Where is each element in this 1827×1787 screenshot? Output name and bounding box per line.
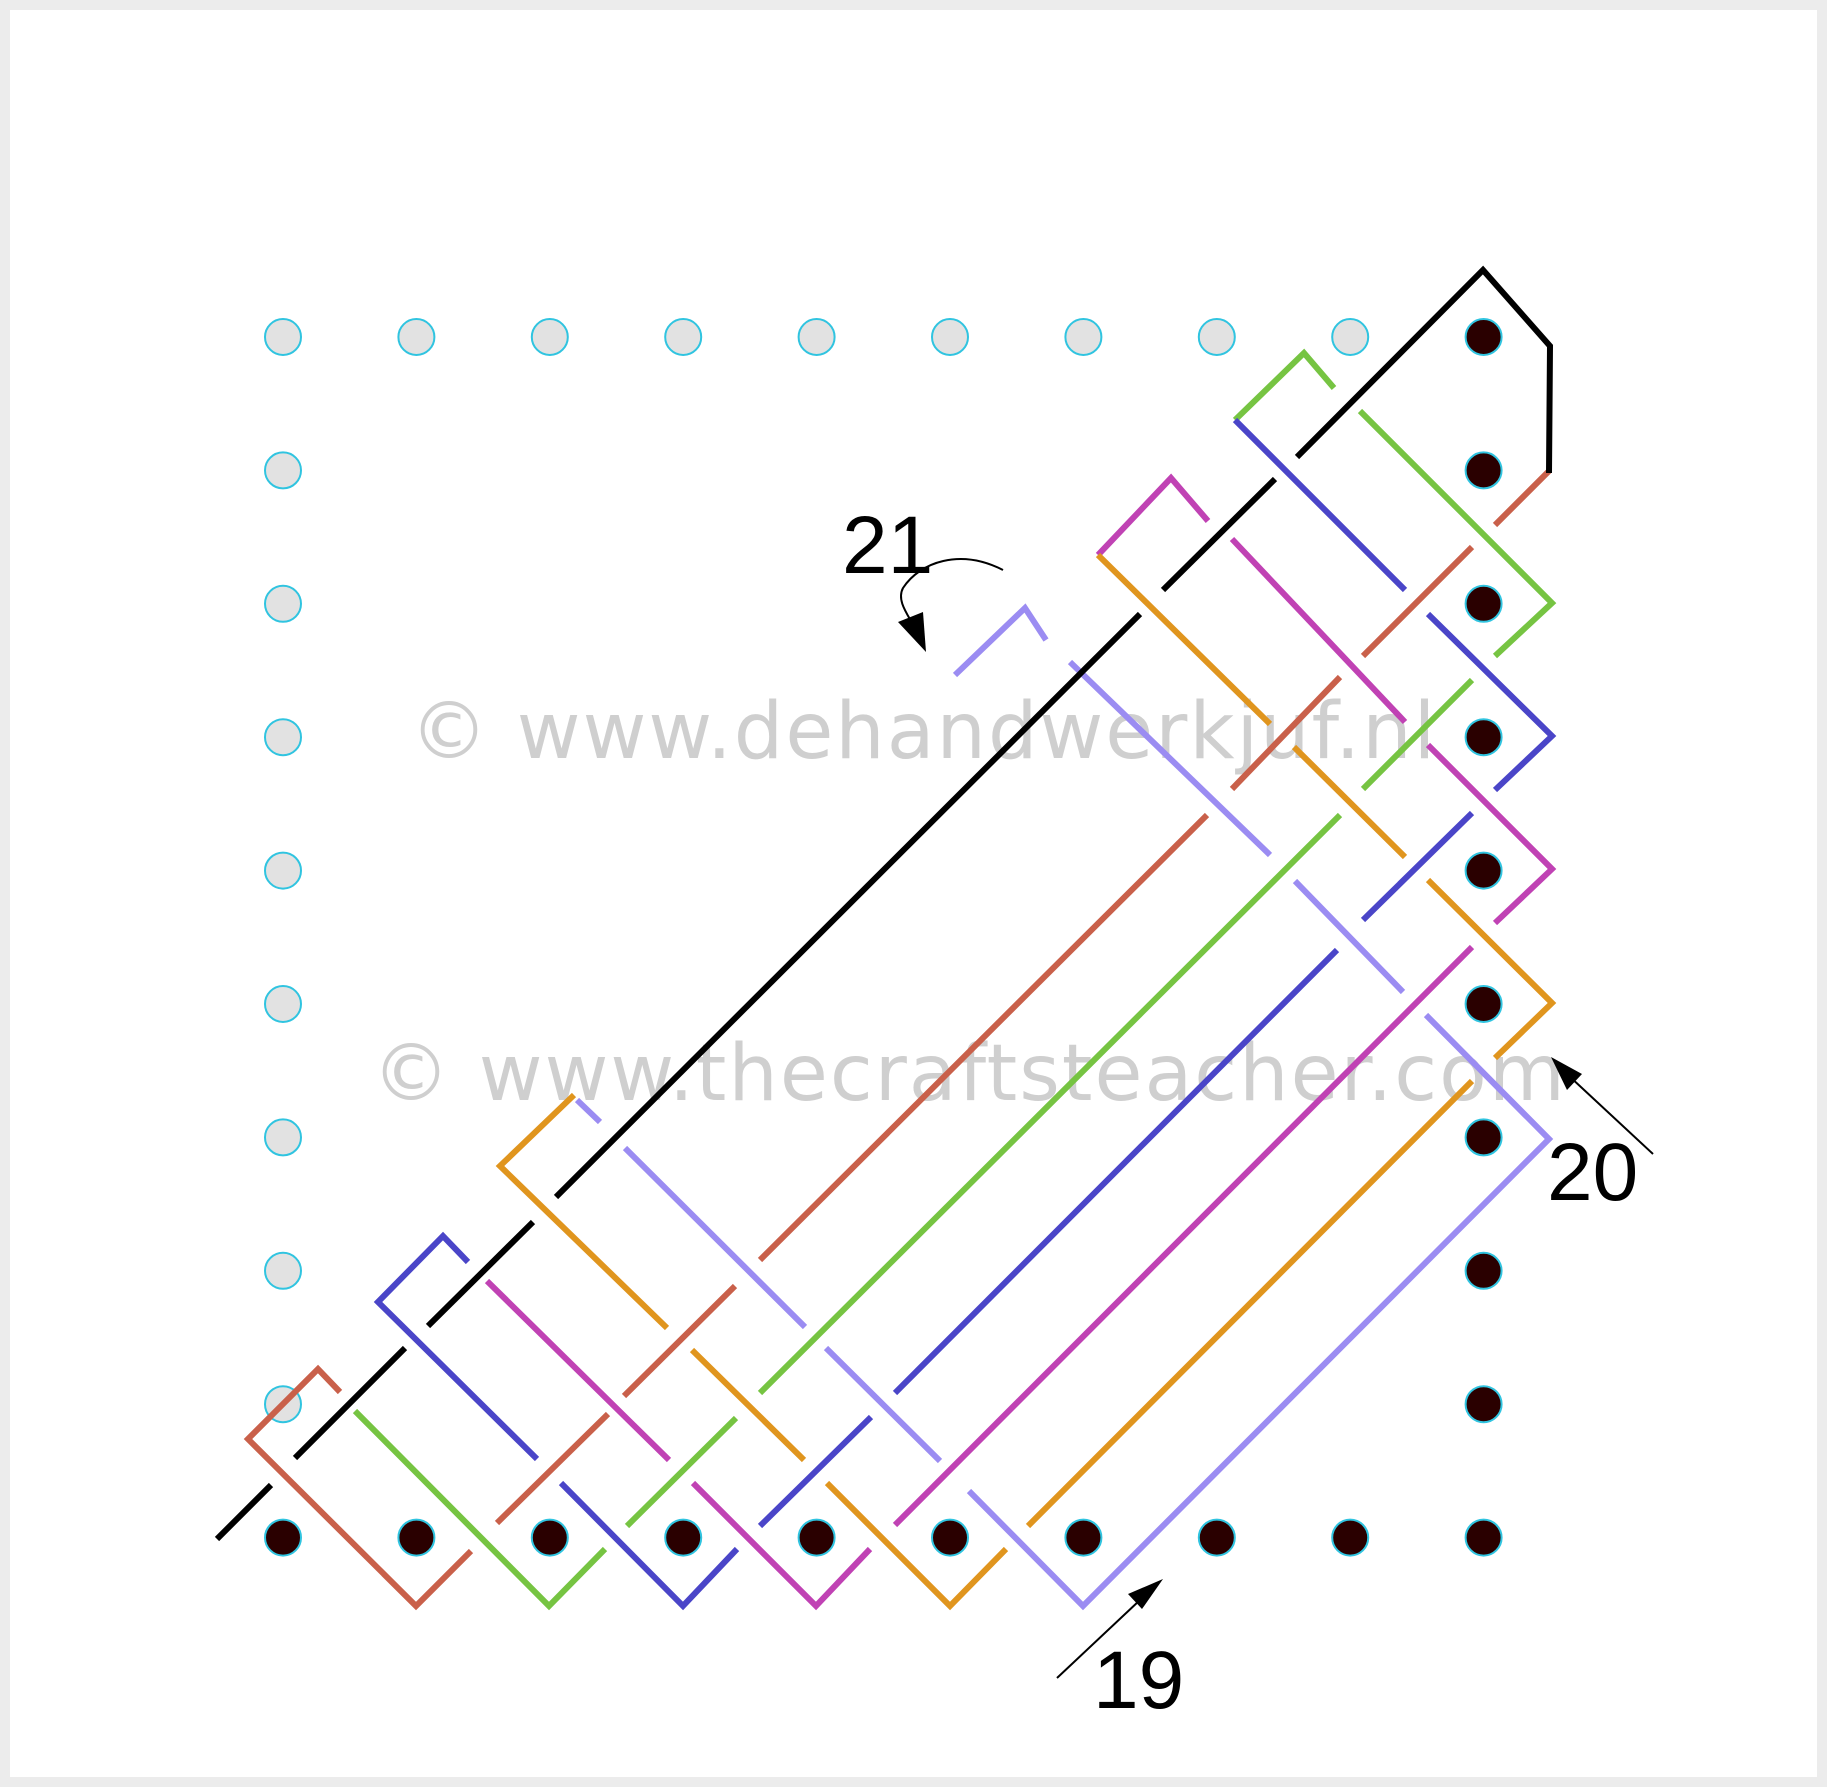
thread-rust-segment	[1360, 544, 1475, 659]
pin-unused	[1197, 318, 1236, 356]
thread-blue-segment	[757, 1414, 874, 1529]
thread-green	[1357, 408, 1557, 659]
pin-used	[397, 1518, 436, 1557]
thread-lavender-segment	[823, 1345, 943, 1464]
pin-unused	[397, 318, 436, 356]
pin-unused	[264, 318, 302, 356]
thread-lavender-segment	[1292, 878, 1406, 995]
step-label-21: 21	[842, 500, 933, 591]
pin-unused	[264, 451, 302, 490]
arrow-19-head	[1128, 1579, 1163, 1609]
arrow-20-head	[1551, 1057, 1582, 1090]
pin-used	[1197, 1518, 1236, 1557]
pin-used	[931, 1518, 969, 1557]
thread-orange-segment	[689, 1347, 807, 1463]
thread-orange	[1425, 877, 1557, 1061]
thread-rust-segment	[494, 1411, 611, 1526]
thread-orange	[1095, 552, 1273, 727]
pin-used	[664, 1518, 703, 1557]
thread-rust-segment	[757, 812, 1210, 1263]
thread-black-segment	[1160, 476, 1278, 593]
thread-orange	[824, 1480, 1009, 1611]
pin-used	[1464, 1518, 1503, 1557]
pin-used	[1331, 1518, 1370, 1557]
thread-lavender-segment	[622, 1145, 808, 1330]
thread-orange-segment	[1025, 1078, 1475, 1529]
thread-lavender	[952, 603, 1049, 678]
thread-magenta-segment	[1229, 536, 1408, 725]
thread-lavender	[966, 1012, 1554, 1611]
pin-used	[264, 1518, 302, 1557]
thread-blue-segment	[1360, 810, 1475, 923]
pin-used	[1464, 718, 1503, 757]
thread-blue-segment	[892, 947, 1340, 1396]
pin-unused	[264, 851, 302, 890]
pin-unused	[797, 318, 836, 356]
pin-unused	[1331, 318, 1370, 356]
watermark-thecraftsteacher: © www.thecraftsteacher.com	[372, 1029, 1567, 1119]
pin-used	[1464, 1385, 1503, 1424]
pin-unused	[264, 584, 302, 623]
thread-black-segment	[292, 1345, 408, 1461]
step-arrows	[898, 558, 1654, 1679]
thread-lavender-segment	[574, 1097, 603, 1125]
thread-rust-segment	[1229, 674, 1343, 792]
thread-magenta	[1425, 742, 1557, 926]
thread-black-segment	[425, 1219, 536, 1329]
thread-green-segment	[757, 812, 1343, 1396]
thread-black-segment	[214, 1482, 274, 1542]
watermarks: © www.dehandwerkjuf.nl © www.thecraftste…	[372, 687, 1567, 1119]
thread-rust-segment	[1492, 468, 1552, 528]
thread-green	[1232, 348, 1337, 423]
pin-unused	[264, 718, 302, 757]
pin-used	[1464, 584, 1503, 623]
pin-used	[1464, 1118, 1503, 1157]
thread-blue	[1425, 611, 1557, 793]
thread-magenta-segment	[484, 1278, 672, 1463]
pin-unused	[530, 318, 569, 356]
thread-blue	[558, 1480, 740, 1611]
thread-blue	[373, 1231, 540, 1462]
pin-unused	[264, 985, 302, 1023]
thread-blue-segment	[1232, 417, 1408, 593]
arrow-21-curve	[900, 558, 1004, 636]
pin-used	[1464, 451, 1503, 490]
thread-green-segment	[1360, 677, 1475, 792]
thread-magenta-segment	[892, 944, 1475, 1528]
arrow-19-shaft	[1056, 1599, 1141, 1679]
thread-lavender-segment	[1067, 659, 1273, 858]
pin-used	[530, 1518, 569, 1557]
pin-unused	[1064, 318, 1103, 356]
thread-green-segment	[624, 1415, 739, 1529]
thread-orange-segment	[1291, 744, 1408, 860]
thread-black	[1294, 265, 1554, 474]
thread-magenta	[690, 1480, 873, 1611]
thread-green	[352, 1408, 608, 1611]
thread-magenta	[1095, 473, 1211, 558]
threads	[214, 265, 1557, 1611]
thread-rust-segment	[621, 1283, 738, 1399]
pin-unused	[264, 1251, 302, 1290]
pin-used	[1464, 318, 1503, 356]
pin-used	[1064, 1518, 1103, 1557]
arrow-21-head	[898, 612, 926, 652]
step-label-19: 19	[1093, 1635, 1184, 1726]
arrow-20-shaft	[1567, 1074, 1654, 1155]
pin-unused	[664, 318, 703, 356]
pin-unused	[931, 318, 969, 356]
thread-orange	[495, 1092, 670, 1331]
pin-used	[1464, 851, 1503, 890]
watermark-dehandwerkjuf: © www.dehandwerkjuf.nl	[410, 687, 1437, 777]
step-labels: 19 20 21	[842, 500, 1638, 1726]
step-label-20: 20	[1547, 1127, 1638, 1218]
pin-used	[797, 1518, 836, 1557]
thread-black-segment	[553, 611, 1143, 1200]
pin-used	[1464, 985, 1503, 1023]
thread-rust	[243, 1364, 474, 1611]
pin-used	[1464, 1251, 1503, 1290]
pin-unused	[264, 1118, 302, 1157]
